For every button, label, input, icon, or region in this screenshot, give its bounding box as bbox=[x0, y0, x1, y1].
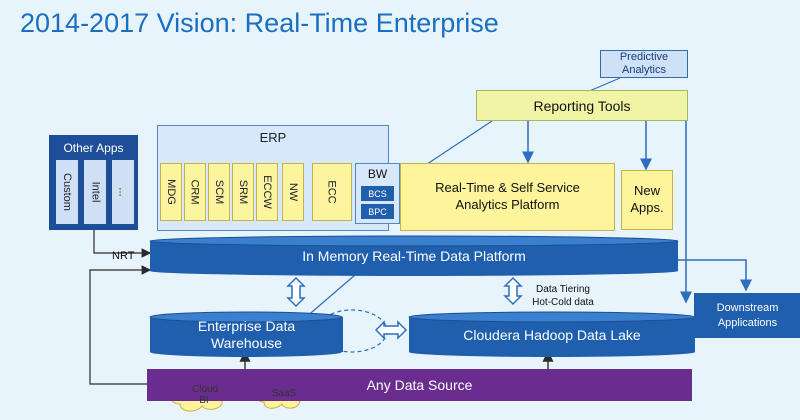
hadoop-label: Cloudera Hadoop Data Lake bbox=[463, 327, 641, 343]
edw-cylinder bbox=[149, 311, 343, 357]
other-apps-title: Other Apps bbox=[63, 141, 124, 155]
downstream-label: Downstream Applications bbox=[716, 302, 779, 329]
predictive-analytics-box: Predictive Analytics bbox=[600, 50, 688, 78]
bw-title: BW bbox=[367, 167, 388, 181]
any-data-source-bar: Any Data Source bbox=[147, 369, 692, 401]
double-arrow-edw-hadoop bbox=[374, 320, 408, 340]
other-app-label: ... bbox=[116, 187, 129, 197]
other-app-intel: Intel bbox=[84, 160, 106, 224]
cloud-bi-label: Cloud BI bbox=[192, 383, 219, 407]
source-loop-arrow bbox=[89, 265, 152, 385]
double-arrow-inmemory-hadoop bbox=[503, 276, 523, 306]
edw-label-wrap: Enterprise Data Warehouse bbox=[150, 317, 343, 353]
nrt-label: NRT bbox=[112, 250, 135, 262]
erp-module-mdg: MDG bbox=[160, 163, 182, 221]
reporting-tools-box: Reporting Tools bbox=[476, 90, 688, 121]
erp-title: ERP bbox=[259, 130, 287, 145]
inmemory-label: In Memory Real-Time Data Platform bbox=[302, 248, 526, 264]
bw-item-bcs: BCS bbox=[361, 186, 394, 201]
erp-module-scm: SCM bbox=[208, 163, 230, 221]
erp-module-crm: CRM bbox=[184, 163, 206, 221]
erp-module-eccw: ECCW bbox=[256, 163, 278, 221]
erp-module-nw: NW bbox=[282, 163, 304, 221]
erp-module-label: NW bbox=[286, 182, 299, 202]
erp-module-label: MDG bbox=[165, 179, 178, 205]
erp-module-srm: SRM bbox=[232, 163, 254, 221]
nrt-arrow bbox=[93, 230, 152, 258]
data-tiering-label: Data Tiering Hot-Cold data bbox=[532, 284, 594, 308]
bw-item-bpc: BPC bbox=[361, 204, 394, 219]
cloud-bi-label-wrap: Cloud BI bbox=[186, 382, 222, 408]
other-app-custom: Custom bbox=[56, 160, 78, 224]
inmemory-cylinder bbox=[149, 235, 679, 276]
other-app-label: Intel bbox=[88, 181, 101, 203]
saas-label: SaaS bbox=[271, 388, 297, 400]
inmemory-edw-line bbox=[304, 274, 356, 319]
erp-module-label: CRM bbox=[189, 179, 201, 205]
erp-module-label: SCM bbox=[213, 179, 226, 205]
new-apps-label: New Apps. bbox=[630, 183, 664, 215]
other-app-label: Custom bbox=[61, 173, 73, 211]
hadoop-cylinder bbox=[408, 311, 696, 357]
edw-label: Enterprise Data Warehouse bbox=[197, 318, 296, 351]
double-arrow-inmemory-edw bbox=[286, 276, 306, 308]
realtime-self-service-label: Real-Time & Self Service Analytics Platf… bbox=[435, 180, 580, 212]
bw-box: BW BCS BPC bbox=[355, 163, 400, 224]
other-app-more: ... bbox=[112, 160, 134, 224]
new-apps-box: New Apps. bbox=[621, 170, 673, 230]
page-title: 2014-2017 Vision: Real-Time Enterprise bbox=[20, 8, 499, 38]
inmemory-to-downstream-arrow bbox=[678, 259, 752, 292]
erp-module-label: SRM bbox=[237, 179, 250, 205]
erp-module-label: ECCW bbox=[261, 175, 274, 209]
erp-module-label: ECC bbox=[325, 180, 338, 204]
downstream-applications-box: Downstream Applications bbox=[694, 293, 800, 338]
realtime-self-service-box: Real-Time & Self Service Analytics Platf… bbox=[400, 163, 615, 231]
erp-module-ecc: ECC bbox=[312, 163, 352, 221]
